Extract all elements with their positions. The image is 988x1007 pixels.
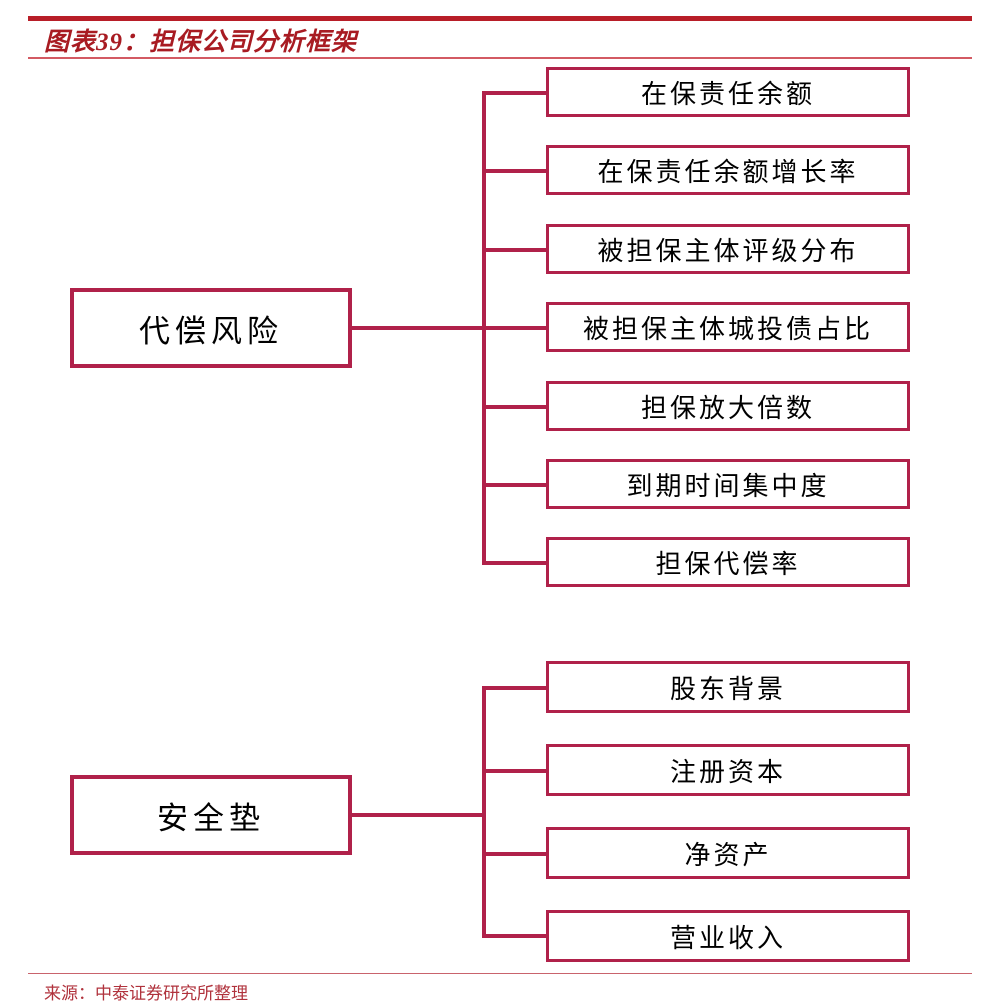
leaf-node-label: 在保责任余额 [640, 79, 815, 109]
leaf-node-g1-7[interactable]: 担保代偿率 [546, 537, 910, 587]
leaf-node-label: 到期时间集中度 [626, 471, 830, 501]
connector-branch-g2-1 [482, 686, 548, 690]
leaf-node-label: 在保责任余额增长率 [597, 157, 859, 187]
leaf-node-g1-6[interactable]: 到期时间集中度 [546, 459, 910, 509]
connector-trunk-group2 [352, 813, 486, 817]
leaf-node-g1-3[interactable]: 被担保主体评级分布 [546, 224, 910, 274]
leaf-node-g1-2[interactable]: 在保责任余额增长率 [546, 145, 910, 195]
connector-branch-g1-3 [482, 248, 548, 252]
leaf-node-g1-5[interactable]: 担保放大倍数 [546, 381, 910, 431]
parent-node-label: 安全垫 [157, 800, 265, 836]
connector-branch-g1-2 [482, 169, 548, 173]
connector-branch-g2-3 [482, 852, 548, 856]
leaf-node-label: 被担保主体评级分布 [597, 236, 859, 266]
leaf-node-g2-1[interactable]: 股东背景 [546, 661, 910, 713]
connector-branch-g2-2 [482, 769, 548, 773]
leaf-node-label: 股东背景 [669, 674, 786, 704]
leaf-node-label: 担保代偿率 [655, 549, 801, 579]
leaf-node-g1-4[interactable]: 被担保主体城投债占比 [546, 302, 910, 352]
header-top-rule [28, 16, 972, 21]
connector-branch-g1-7 [482, 561, 548, 565]
connector-trunk-group1 [352, 326, 486, 330]
leaf-node-label: 营业收入 [669, 923, 786, 953]
leaf-node-label: 净资产 [684, 840, 772, 870]
leaf-node-label: 担保放大倍数 [640, 393, 815, 423]
connector-branch-g2-4 [482, 934, 548, 938]
footer-rule [28, 973, 972, 974]
connector-spine-group2 [482, 686, 486, 938]
connector-branch-g1-5 [482, 405, 548, 409]
source-note: 来源：中泰证券研究所整理 [44, 984, 248, 1003]
leaf-node-g2-2[interactable]: 注册资本 [546, 744, 910, 796]
connector-branch-g1-1 [482, 91, 548, 95]
header-bottom-rule [28, 57, 972, 59]
page-title: 图表39：担保公司分析框架 [44, 29, 358, 56]
parent-node-label: 代偿风险 [139, 313, 283, 349]
leaf-node-label: 注册资本 [669, 757, 786, 787]
leaf-node-g1-1[interactable]: 在保责任余额 [546, 67, 910, 117]
leaf-node-label: 被担保主体城投债占比 [582, 314, 873, 344]
leaf-node-g2-4[interactable]: 营业收入 [546, 910, 910, 962]
leaf-node-g2-3[interactable]: 净资产 [546, 827, 910, 879]
parent-node-compensation-risk[interactable]: 代偿风险 [70, 288, 352, 368]
parent-node-safety-cushion[interactable]: 安全垫 [70, 775, 352, 855]
connector-branch-g1-6 [482, 483, 548, 487]
connector-branch-g1-4 [482, 326, 548, 330]
